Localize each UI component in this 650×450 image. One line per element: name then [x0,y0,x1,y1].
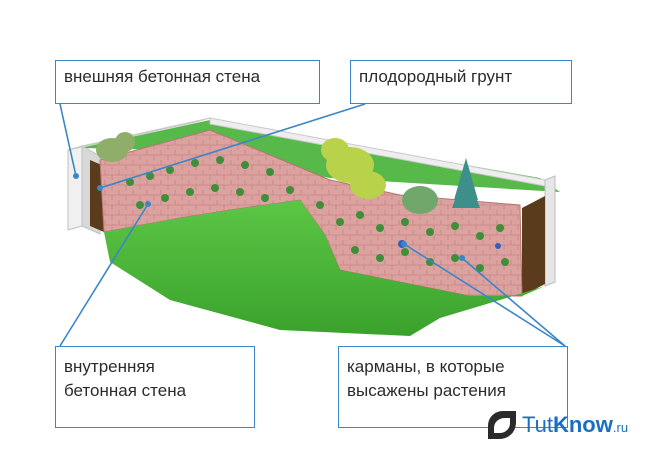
label-fertile-soil: плодородный грунт [350,60,572,104]
tutknow-watermark: TutKnow.ru [486,404,636,444]
leader-dot [73,173,79,179]
pocket-flower-blue [495,243,501,249]
label-pockets-line2: высажены растения [347,381,506,400]
leader-pockets-2 [461,257,566,347]
watermark-part-tut: Tut [522,412,553,437]
yellow-green-shrub [321,138,386,199]
label-pockets-line1: карманы, в которые [347,357,505,376]
leader-dot [401,241,407,247]
watermark-part-know: Know [552,412,613,437]
label-inner-wall-line1: внутренняя [64,357,155,376]
leader-fertile-soil [99,103,366,189]
leader-dot [145,201,151,207]
label-outer-concrete-wall-text: внешняя бетонная стена [64,67,261,86]
label-inner-concrete-wall: внутренняя бетонная стена [55,346,255,428]
leader-pockets-1 [403,243,566,347]
pocket-plants [126,156,509,272]
blue-conifer [452,158,480,208]
label-inner-wall-line2: бетонная стена [64,381,187,400]
label-fertile-soil-text: плодородный грунт [359,67,513,86]
leader-lines [59,103,566,347]
soil-section-right [522,196,545,296]
tutknow-logo-icon [488,411,516,439]
fern-shrub [402,186,438,214]
leader-inner-wall [59,203,149,347]
front-lawn [104,200,545,336]
leader-outer-wall [59,103,77,177]
grass-shrub-left [96,132,135,162]
watermark-part-ru: .ru [612,420,629,435]
label-planting-pockets: карманы, в которые высажены растения [338,346,568,428]
label-outer-concrete-wall: внешняя бетонная стена [55,60,320,104]
leader-dot [459,255,465,261]
leader-dot [97,185,103,191]
watermark-text: TutKnow.ru [522,412,628,438]
